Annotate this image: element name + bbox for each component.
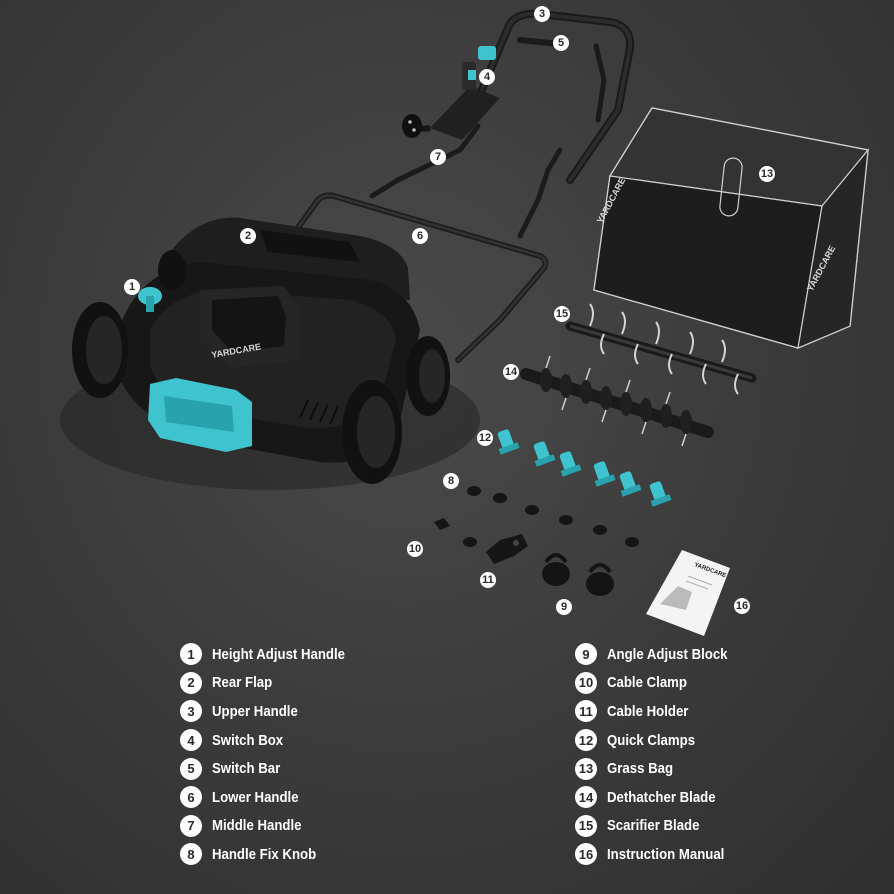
legend-item: 13 Grass Bag <box>575 754 744 783</box>
svg-text:2: 2 <box>245 230 251 242</box>
callout-12: 12 <box>477 430 493 446</box>
parts-legend-right-column: 9 Angle Adjust Block 10 Cable Clamp 11 Cabl… <box>575 640 744 869</box>
legend-item: 2 Rear Flap <box>180 669 363 698</box>
handle-fix-knobs-illustration <box>463 486 639 547</box>
legend-number: 8 <box>180 843 202 866</box>
legend-label: Cable Clamp <box>607 674 687 692</box>
callout-8: 8 <box>443 473 459 489</box>
lower-handle-illustration <box>289 192 549 363</box>
callout-15: 15 <box>554 306 570 322</box>
svg-text:14: 14 <box>505 366 518 378</box>
legend-item: 10 Cable Clamp <box>575 669 744 698</box>
callout-14: 14 <box>503 364 519 380</box>
legend-number: 3 <box>180 700 202 723</box>
svg-text:16: 16 <box>736 600 748 612</box>
svg-text:12: 12 <box>479 432 491 444</box>
parts-legend: 1 Height Adjust Handle 2 Rear Flap 3 Upper … <box>0 640 894 880</box>
legend-number: 16 <box>575 843 597 866</box>
callout-9: 9 <box>556 599 572 615</box>
legend-number: 14 <box>575 786 597 809</box>
middle-handle-illustration <box>369 123 563 239</box>
legend-number: 10 <box>575 671 597 694</box>
legend-label: Height Adjust Handle <box>212 645 345 663</box>
angle-adjust-blocks-illustration <box>542 553 614 596</box>
quick-clamps-illustration <box>497 429 672 507</box>
legend-item: 7 Middle Handle <box>180 812 363 841</box>
legend-label: Rear Flap <box>212 674 273 692</box>
legend-item: 15 Scarifier Blade <box>575 812 744 841</box>
legend-number: 7 <box>180 814 202 837</box>
callout-11: 11 <box>480 572 496 588</box>
legend-item: 14 Dethatcher Blade <box>575 783 744 812</box>
legend-item: 1 Height Adjust Handle <box>180 640 363 669</box>
legend-item: 6 Lower Handle <box>180 783 363 812</box>
legend-number: 13 <box>575 757 597 780</box>
callout-7: 7 <box>430 149 446 165</box>
upper-handle-illustration <box>466 9 635 184</box>
legend-number: 12 <box>575 729 597 752</box>
legend-item: 8 Handle Fix Knob <box>180 840 363 869</box>
callout-6: 6 <box>412 228 428 244</box>
parts-legend-left-column: 1 Height Adjust Handle 2 Rear Flap 3 Upper … <box>180 640 363 869</box>
legend-item: 3 Upper Handle <box>180 697 363 726</box>
legend-label: Instruction Manual <box>607 845 725 863</box>
svg-text:11: 11 <box>482 574 494 586</box>
legend-label: Handle Fix Knob <box>212 845 317 863</box>
callout-13: 13 <box>759 166 775 182</box>
svg-text:6: 6 <box>417 230 423 242</box>
legend-number: 2 <box>180 671 202 694</box>
legend-number: 4 <box>180 729 202 752</box>
legend-item: 12 Quick Clamps <box>575 726 744 755</box>
callout-2: 2 <box>240 228 256 244</box>
legend-item: 16 Instruction Manual <box>575 840 744 869</box>
cable-holder-illustration <box>486 534 528 564</box>
callout-3: 3 <box>534 6 550 22</box>
cable-clamps-illustration <box>434 518 450 530</box>
legend-item: 9 Angle Adjust Block <box>575 640 744 669</box>
legend-item: 5 Switch Bar <box>180 754 363 783</box>
scarifier-blade-illustration <box>565 303 757 395</box>
callout-16: 16 <box>734 598 750 614</box>
svg-text:5: 5 <box>558 37 564 49</box>
legend-label: Cable Holder <box>607 702 689 720</box>
legend-label: Grass Bag <box>607 760 674 778</box>
callout-5: 5 <box>553 35 569 51</box>
legend-label: Switch Bar <box>212 760 281 778</box>
svg-text:3: 3 <box>539 8 545 20</box>
dethatcher-blade-illustration <box>520 355 714 447</box>
callout-1: 1 <box>124 279 140 295</box>
legend-item: 11 Cable Holder <box>575 697 744 726</box>
svg-text:15: 15 <box>556 308 568 320</box>
legend-number: 9 <box>575 643 597 666</box>
svg-text:1: 1 <box>129 281 135 293</box>
svg-text:4: 4 <box>484 71 491 83</box>
legend-label: Middle Handle <box>212 817 302 835</box>
legend-number: 6 <box>180 786 202 809</box>
legend-label: Switch Box <box>212 731 284 749</box>
legend-label: Upper Handle <box>212 702 298 720</box>
wheels-illustration <box>72 250 450 484</box>
legend-number: 11 <box>575 700 597 723</box>
instruction-manual-illustration: YARDCARE <box>646 550 730 636</box>
svg-text:8: 8 <box>448 475 454 487</box>
legend-item: 4 Switch Box <box>180 726 363 755</box>
legend-number: 5 <box>180 757 202 780</box>
legend-number: 15 <box>575 814 597 837</box>
legend-label: Scarifier Blade <box>607 817 700 835</box>
callout-10: 10 <box>407 541 423 557</box>
grass-bag-illustration: YARDCARE YARDCARE <box>593 107 870 349</box>
svg-text:10: 10 <box>409 543 421 555</box>
legend-label: Quick Clamps <box>607 731 696 749</box>
legend-label: Angle Adjust Block <box>607 645 728 663</box>
switch-box-illustration <box>430 46 500 140</box>
legend-label: Lower Handle <box>212 788 299 806</box>
svg-text:9: 9 <box>561 601 567 613</box>
legend-number: 1 <box>180 643 202 666</box>
svg-text:7: 7 <box>435 151 441 163</box>
legend-label: Dethatcher Blade <box>607 788 716 806</box>
cable-plug-illustration <box>402 114 431 138</box>
svg-text:13: 13 <box>761 168 773 180</box>
callout-4: 4 <box>479 69 495 85</box>
